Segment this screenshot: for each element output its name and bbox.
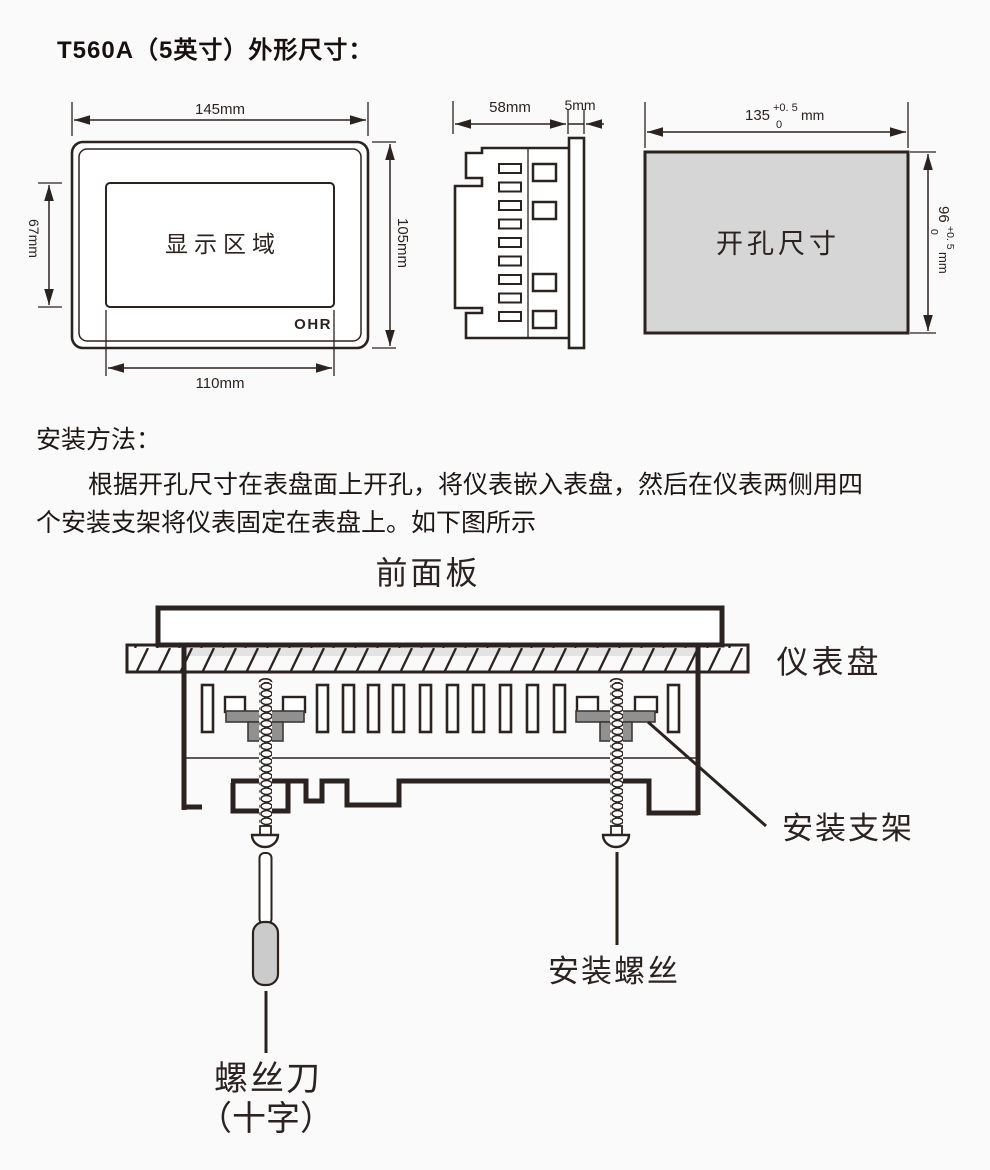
installation-text-line2: 个安装支架将仪表固定在表盘上。如下图所示 <box>36 510 537 537</box>
cutout-view: 135 +0. 5 0 mm 开孔尺寸 96 +0. 5 0 mm <box>643 102 956 335</box>
cutout-rect <box>643 150 910 335</box>
side-bezel-plate <box>567 136 586 350</box>
arrow-right-icon <box>550 119 566 129</box>
dim-96-tol-lower: 0 <box>928 229 940 235</box>
front-panel-label: 前面板 <box>375 555 480 591</box>
brand-logo: OHR <box>294 316 332 333</box>
installation-section: 安装方法： 根据开孔尺寸在表盘面上开孔，将仪表嵌入表盘，然后在仪表两侧用四 个安… <box>36 422 966 543</box>
mounting-figure: 前面板 仪表盘 <box>125 555 914 1138</box>
installation-heading: 安装方法： <box>36 427 162 454</box>
arrow-right-icon <box>316 363 332 373</box>
arrow-left-icon <box>455 119 471 129</box>
screwdriver-label-line2: （十字） <box>198 1100 334 1138</box>
arrow-up-icon <box>44 185 54 201</box>
outline-dimension-figure: 145mm 显示区域 OHR 67mm <box>26 97 956 392</box>
mounting-screw-left <box>250 677 280 849</box>
arrow-left-icon <box>74 115 90 125</box>
dim-135-value: 135 <box>745 107 770 124</box>
cutout-label: 开孔尺寸 <box>716 229 840 259</box>
dim-display-height-67: 67mm <box>26 182 62 308</box>
dim-96-unit: mm <box>936 252 951 274</box>
instrument-panel-label: 仪表盘 <box>776 644 881 680</box>
dim-96-tol-upper: +0. 5 <box>944 226 956 250</box>
side-terminal-blocks <box>531 162 558 330</box>
dim-cutout-height-96: 96 +0. 5 0 mm <box>910 151 956 334</box>
arrow-left-icon <box>586 119 602 129</box>
arrow-down-icon <box>44 289 54 305</box>
page-title: T560A（5英寸）外形尺寸： <box>57 37 374 64</box>
body-bottom-profile <box>231 778 698 816</box>
arrow-down-icon <box>385 330 395 346</box>
dim-135-unit: mm <box>801 107 824 123</box>
dim-label-105mm: 105mm <box>394 218 411 268</box>
body-vent-slots <box>200 683 681 734</box>
arrow-up-icon <box>385 144 395 160</box>
dim-label-58mm: 58mm <box>489 99 531 116</box>
instrument-panel-band <box>125 643 750 674</box>
screwdriver-blade <box>258 852 273 925</box>
arrow-left-icon <box>647 127 663 137</box>
dim-96-value: 96 <box>935 206 952 223</box>
dim-display-width-110: 110mm <box>105 310 335 392</box>
arrow-right-icon <box>350 115 366 125</box>
dim-label-67mm: 67mm <box>26 219 42 258</box>
installation-text-line1: 根据开孔尺寸在表盘面上开孔，将仪表嵌入表盘，然后在仪表两侧用四 <box>88 472 864 499</box>
dim-width-145: 145mm <box>71 101 369 136</box>
side-view: 58mm 5mm <box>452 97 604 350</box>
arrow-right-icon <box>890 127 906 137</box>
dim-cutout-width-135: 135 +0. 5 0 mm <box>644 102 909 148</box>
bracket-leader-line <box>647 720 767 828</box>
screwdriver-handle <box>251 920 280 987</box>
side-vent-slots <box>498 163 522 322</box>
front-panel <box>155 605 725 648</box>
screwdriver <box>251 852 280 987</box>
display-area-label: 显示区域 <box>165 232 281 257</box>
dim-label-145mm: 145mm <box>195 101 245 118</box>
display-area <box>105 182 335 308</box>
dim-label-5mm: 5mm <box>564 97 595 113</box>
mounting-screw-right <box>601 677 631 849</box>
front-case-inner <box>78 148 362 342</box>
arrow-left-icon <box>108 363 124 373</box>
front-view: 145mm 显示区域 OHR 67mm <box>26 101 411 392</box>
dim-135-tol-upper: +0. 5 <box>773 102 798 114</box>
dim-height-105: 105mm <box>372 141 411 349</box>
arrow-down-icon <box>923 315 933 331</box>
screwdriver-label-line1: 螺丝刀 <box>214 1061 322 1098</box>
arrow-up-icon <box>923 154 933 170</box>
bracket-label: 安装支架 <box>782 811 914 846</box>
dim-135-tol-lower: 0 <box>776 119 782 131</box>
dim-depth-58: 58mm 5mm <box>452 97 604 134</box>
dim-label-110mm: 110mm <box>196 375 245 392</box>
screw-label: 安装螺丝 <box>548 954 680 989</box>
